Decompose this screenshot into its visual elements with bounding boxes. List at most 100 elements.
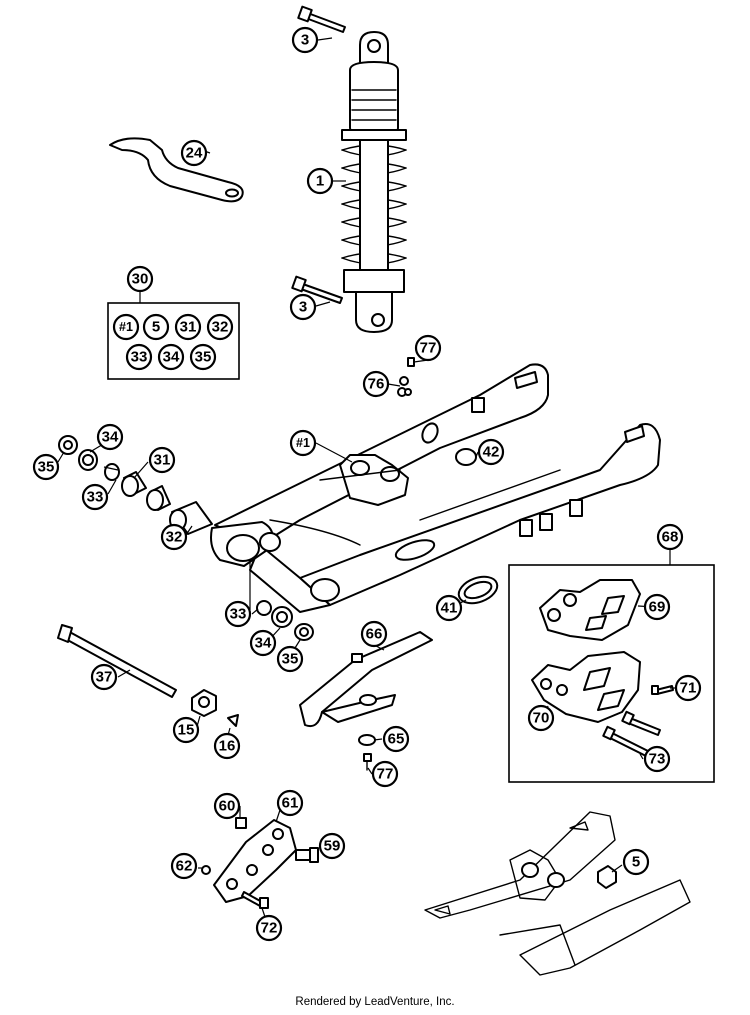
callout-1[interactable]: 1 — [306, 167, 334, 195]
svg-text:60: 60 — [219, 798, 236, 815]
callout-15[interactable]: 15 — [172, 716, 200, 744]
bushing-42[interactable] — [455, 448, 477, 466]
callout-65[interactable]: 65 — [382, 725, 410, 753]
callout-77-upper[interactable]: 77 — [414, 334, 442, 362]
shock-bolt-upper[interactable] — [297, 5, 346, 33]
bearing-kit-box — [107, 302, 240, 380]
svg-text:34: 34 — [102, 429, 119, 446]
svg-text:33: 33 — [87, 489, 104, 506]
swingarm[interactable] — [210, 363, 661, 613]
callout-32[interactable]: 32 — [160, 523, 188, 551]
svg-text:24: 24 — [186, 145, 203, 162]
kit-item-31[interactable]: 31 — [174, 313, 202, 341]
chain-guide-70[interactable] — [531, 651, 641, 723]
chain-guide-61[interactable] — [213, 819, 297, 903]
screw-72[interactable] — [241, 891, 269, 909]
chain-slider[interactable] — [299, 631, 433, 728]
cap-16[interactable] — [227, 714, 239, 727]
svg-text:71: 71 — [680, 680, 697, 697]
svg-text:62: 62 — [176, 858, 193, 875]
chain-guide-69[interactable] — [539, 579, 641, 641]
callout-73[interactable]: 73 — [643, 745, 671, 773]
callout-71[interactable]: 71 — [674, 674, 702, 702]
bolt-59[interactable] — [295, 847, 319, 863]
callout-35-left[interactable]: 35 — [32, 453, 60, 481]
callout-3-lower[interactable]: 3 — [289, 293, 317, 321]
hook-wrench[interactable] — [109, 137, 244, 203]
screw-77-lower[interactable] — [363, 753, 372, 771]
callout-68[interactable]: 68 — [656, 523, 684, 551]
svg-text:16: 16 — [219, 738, 236, 755]
callout-30[interactable]: 30 — [126, 265, 154, 293]
callout-60[interactable]: 60 — [213, 792, 241, 820]
svg-text:33: 33 — [230, 606, 247, 623]
callout-33-left[interactable]: 33 — [81, 483, 109, 511]
svg-text:66: 66 — [366, 626, 383, 643]
callout-69[interactable]: 69 — [643, 593, 671, 621]
svg-text:61: 61 — [282, 795, 299, 812]
callout-66[interactable]: 66 — [360, 620, 388, 648]
callout-33-right[interactable]: 33 — [224, 600, 252, 628]
svg-text:15: 15 — [178, 722, 195, 739]
callout-77-lower[interactable]: 77 — [371, 760, 399, 788]
callout-16[interactable]: 16 — [213, 732, 241, 760]
svg-text:35: 35 — [195, 349, 212, 366]
shock-bolt-lower[interactable] — [291, 275, 343, 304]
svg-text:68: 68 — [662, 529, 679, 546]
svg-text:65: 65 — [388, 731, 405, 748]
svg-text:33: 33 — [131, 349, 148, 366]
svg-text:3: 3 — [299, 299, 307, 316]
svg-text:#1: #1 — [119, 320, 133, 334]
callout-34-left[interactable]: 34 — [96, 423, 124, 451]
kit-item-32[interactable]: 32 — [206, 313, 234, 341]
seal-41[interactable] — [455, 572, 501, 608]
svg-text:1: 1 — [316, 173, 324, 190]
svg-text:34: 34 — [255, 635, 272, 652]
screw-76-77[interactable] — [397, 357, 415, 397]
screw-71[interactable] — [651, 685, 674, 695]
callout-72[interactable]: 72 — [255, 914, 283, 942]
kit-item-5[interactable]: 5 — [142, 313, 170, 341]
callout-70[interactable]: 70 — [527, 704, 555, 732]
callout-42[interactable]: 42 — [477, 438, 505, 466]
kit-item-34[interactable]: 34 — [157, 343, 185, 371]
callout-31[interactable]: 31 — [148, 446, 176, 474]
callout-76[interactable]: 76 — [362, 370, 390, 398]
svg-text:31: 31 — [180, 319, 197, 336]
chain-guide-box — [508, 564, 715, 783]
svg-text:42: 42 — [483, 444, 500, 461]
callout-59[interactable]: 59 — [318, 832, 346, 860]
bearing-stack-left[interactable] — [58, 435, 213, 535]
shock-absorber[interactable] — [341, 31, 407, 333]
svg-text:#1: #1 — [296, 436, 310, 450]
kit-item-35[interactable]: 35 — [189, 343, 217, 371]
svg-text:34: 34 — [163, 349, 180, 366]
callout-24[interactable]: 24 — [180, 139, 208, 167]
svg-text:59: 59 — [324, 838, 341, 855]
washer-62[interactable] — [201, 865, 211, 875]
svg-text:32: 32 — [166, 529, 183, 546]
callout-62[interactable]: 62 — [170, 852, 198, 880]
nut-60[interactable] — [235, 817, 247, 829]
callout-37[interactable]: 37 — [90, 663, 118, 691]
callout-35-right[interactable]: 35 — [276, 645, 304, 673]
callout-41[interactable]: 41 — [435, 594, 463, 622]
callout-3-upper[interactable]: 3 — [291, 26, 319, 54]
svg-text:32: 32 — [212, 319, 229, 336]
washer-65[interactable] — [358, 734, 376, 746]
callout-34-right[interactable]: 34 — [249, 629, 277, 657]
kit-item-1[interactable]: #1 — [112, 313, 140, 341]
svg-text:72: 72 — [261, 920, 278, 937]
bearing-stack-right[interactable] — [256, 600, 314, 641]
pivot-axle[interactable] — [57, 624, 177, 698]
screw-73-b[interactable] — [621, 710, 661, 736]
svg-text:77: 77 — [377, 766, 394, 783]
screw-73[interactable] — [602, 725, 651, 758]
callout-1-swingarm[interactable]: #1 — [289, 429, 317, 457]
kit-item-33[interactable]: 33 — [125, 343, 153, 371]
callout-5[interactable]: 5 — [622, 848, 650, 876]
axle-nut[interactable] — [191, 689, 217, 717]
svg-text:77: 77 — [420, 340, 437, 357]
callout-61[interactable]: 61 — [276, 789, 304, 817]
svg-text:41: 41 — [441, 600, 458, 617]
